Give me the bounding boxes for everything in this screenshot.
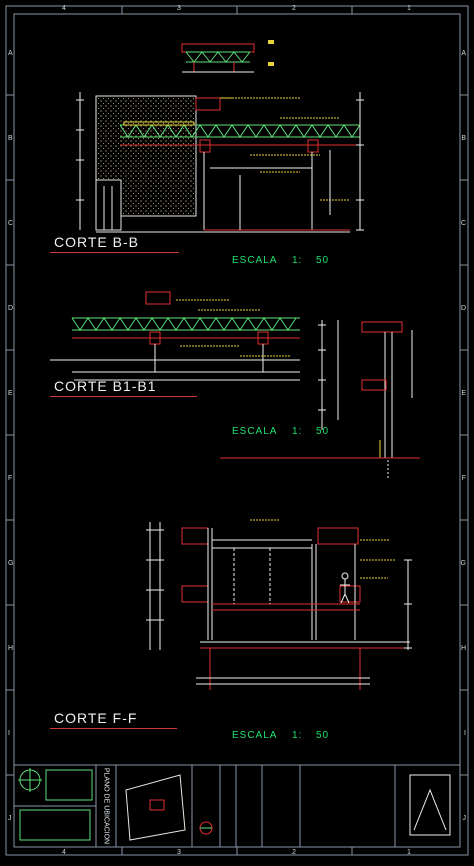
frame-row-letter: F — [461, 475, 466, 482]
frame-column-number: 2 — [292, 849, 296, 856]
frame-row-letter: I — [8, 730, 10, 737]
frame-row-letter: G — [8, 560, 14, 567]
scale-value: 50 — [316, 426, 330, 437]
frame-row-letter: D — [8, 305, 14, 312]
frame-row-letter: C — [460, 220, 466, 227]
scale-ratio: 1: — [292, 426, 303, 437]
section-title-b-b: CORTE B-B — [50, 234, 179, 253]
frame-column-number: 4 — [62, 849, 66, 856]
frame-column-number: 1 — [407, 849, 411, 856]
section-b-b — [76, 92, 364, 233]
section-title-f-f: CORTE F-F — [49, 710, 179, 729]
frame-row-letter: E — [8, 390, 13, 397]
frame-row-letter: H — [8, 645, 14, 652]
frame-row-letter: A — [8, 50, 13, 57]
frame-row-letter: E — [461, 390, 466, 397]
frame-row-letter: B — [8, 135, 13, 142]
frame-row-letter: I — [464, 730, 466, 737]
frame-row-letter: C — [8, 220, 14, 227]
section-b1-b1 — [50, 291, 420, 480]
frame-column-number: 1 — [407, 5, 411, 12]
north-arrow-icon — [18, 768, 42, 792]
scale-value: 50 — [316, 255, 330, 266]
frame-column-number: 4 — [62, 5, 66, 12]
scale-ratio: 1: — [292, 730, 303, 741]
scale-label: ESCALA — [232, 255, 278, 266]
frame-row-letter: F — [8, 475, 13, 482]
frame-row-letter: G — [460, 560, 466, 567]
scale-label: ESCALA — [232, 426, 278, 437]
frame-column-number: 3 — [177, 849, 181, 856]
section-title-b1-b1: CORTE B1-B1 — [50, 378, 196, 397]
frame-row-letter: B — [461, 135, 466, 142]
section-f-f — [146, 519, 412, 690]
company-logo-icon — [409, 774, 451, 836]
scale-ratio: 1: — [292, 255, 303, 266]
top-truss-detail — [181, 40, 274, 73]
scale-label: ESCALA — [232, 730, 278, 741]
title-block — [13, 764, 461, 848]
frame-column-number: 2 — [292, 5, 296, 12]
frame-column-number: 3 — [177, 5, 181, 12]
plan-location-label: PLANO DE UBICACION — [102, 767, 110, 845]
scale-value: 50 — [316, 730, 330, 741]
frame-row-letter: A — [461, 50, 466, 57]
frame-row-letter: J — [462, 815, 467, 822]
frame-row-letter: J — [8, 815, 12, 822]
frame-row-letter: H — [460, 645, 466, 652]
frame-row-letter: D — [460, 305, 466, 312]
